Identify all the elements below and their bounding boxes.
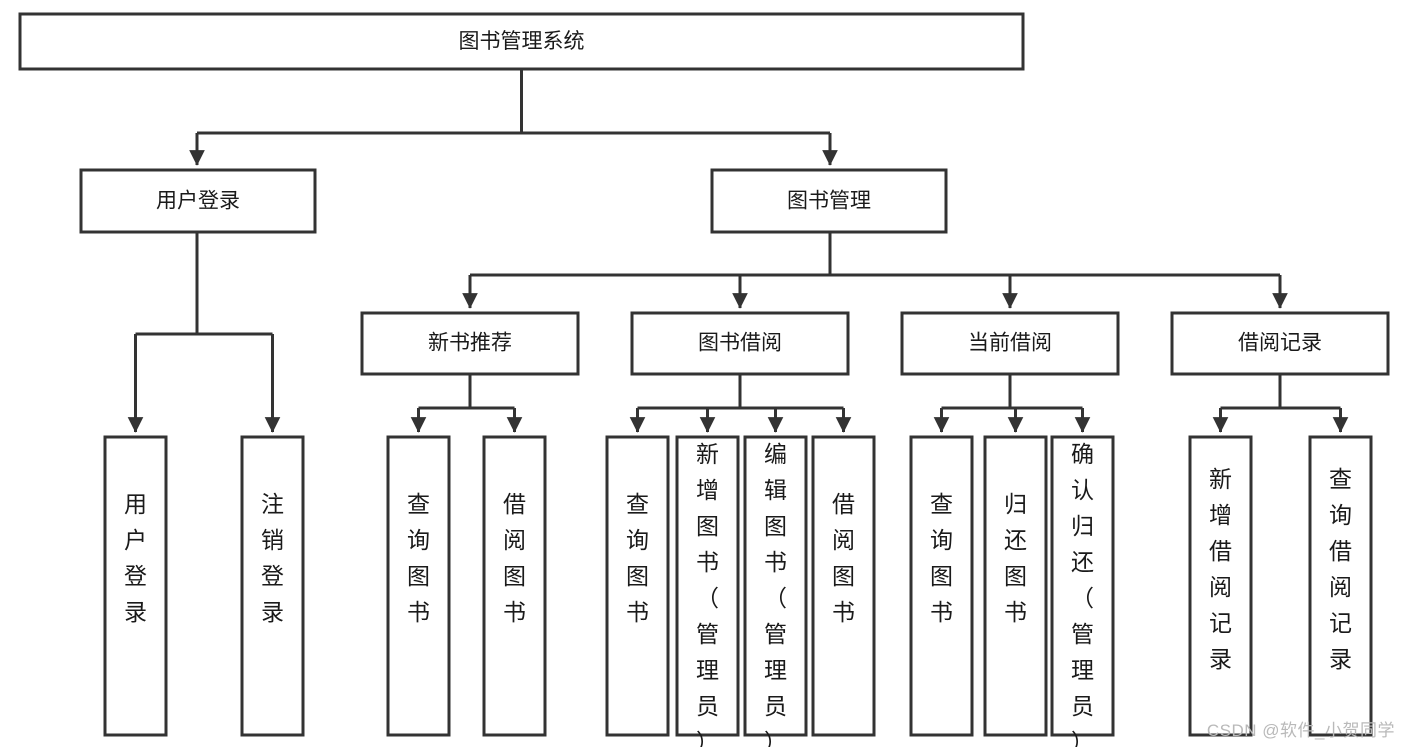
node-current-borrow-rect (900, 311, 1120, 376)
leaf-query-book-current-rect (909, 435, 974, 737)
node-user-login[interactable]: 用户登录 (79, 168, 317, 234)
node-borrow-record[interactable]: 借阅记录 (1170, 311, 1390, 376)
node-book-management-label: 图书管理 (787, 190, 871, 213)
leaf-node-logout[interactable]: 注销登录 (240, 435, 305, 737)
csdn-watermark: CSDN @软件_小贺同学 (1206, 721, 1395, 740)
leaf-confirm-return-admin-label: 确认归还（管理员） (1071, 441, 1094, 747)
node-new-book-recommend-rect (360, 311, 580, 376)
leaf-edit-book-admin-label: 编辑图书（管理员） (764, 441, 787, 747)
leaf-return-book-label: 归还图书 (1004, 491, 1027, 625)
leaf-query-book-borrow-rect (605, 435, 670, 737)
leaf-edit-book-admin-rect (743, 435, 808, 737)
leaf-user-login-rect (103, 435, 168, 737)
leaf-node-confirm-return-admin[interactable]: 确认归还（管理员） (1050, 435, 1115, 747)
node-new-book-recommend-label: 新书推荐 (428, 332, 512, 355)
leaf-query-book-current-label: 查询图书 (930, 491, 953, 625)
node-root-label: 图书管理系统 (459, 30, 585, 53)
leaf-node-borrow-book-newbook[interactable]: 借阅图书 (482, 435, 547, 737)
leaf-query-book-borrow-label: 查询图书 (626, 491, 649, 625)
node-book-management[interactable]: 图书管理 (710, 168, 948, 234)
leaf-node-query-book-borrow[interactable]: 查询图书 (605, 435, 670, 737)
leaf-return-book-rect (983, 435, 1048, 737)
node-root-book-management-system[interactable]: 图书管理系统 (18, 12, 1025, 71)
node-book-borrow-label: 图书借阅 (698, 332, 782, 355)
leaf-confirm-return-admin-rect (1050, 435, 1115, 737)
leaf-logout-label: 注销登录 (261, 491, 284, 625)
node-current-borrow[interactable]: 当前借阅 (900, 311, 1120, 376)
leaf-query-borrow-record-rect (1308, 435, 1373, 737)
node-borrow-record-rect (1170, 311, 1390, 376)
leaf-borrow-book-label: 借阅图书 (832, 491, 855, 625)
leaf-node-add-borrow-record[interactable]: 新增借阅记录 (1188, 435, 1253, 737)
leaf-query-borrow-record-label: 查询借阅记录 (1329, 466, 1352, 672)
node-user-login-rect (79, 168, 317, 234)
leaf-node-borrow-book[interactable]: 借阅图书 (811, 435, 876, 737)
leaf-add-borrow-record-rect (1188, 435, 1253, 737)
leaf-logout-rect (240, 435, 305, 737)
leaf-node-query-book-newbook[interactable]: 查询图书 (386, 435, 451, 737)
node-borrow-record-label: 借阅记录 (1238, 332, 1322, 355)
leaf-node-user-login[interactable]: 用户登录 (103, 435, 168, 737)
leaf-query-book-newbook-label: 查询图书 (407, 491, 430, 625)
leaf-add-book-admin-rect (675, 435, 740, 737)
leaf-borrow-book-newbook-label: 借阅图书 (503, 491, 526, 625)
leaf-add-borrow-record-label: 新增借阅记录 (1209, 466, 1232, 672)
leaf-borrow-book-newbook-rect (482, 435, 547, 737)
leaf-node-return-book[interactable]: 归还图书 (983, 435, 1048, 737)
node-book-management-rect (710, 168, 948, 234)
node-new-book-recommend[interactable]: 新书推荐 (360, 311, 580, 376)
node-user-login-label: 用户登录 (156, 190, 240, 213)
leaf-borrow-book-rect (811, 435, 876, 737)
node-root-rect (18, 12, 1025, 71)
node-current-borrow-label: 当前借阅 (968, 332, 1052, 355)
leaf-query-book-newbook-rect (386, 435, 451, 737)
leaf-node-query-borrow-record[interactable]: 查询借阅记录 (1308, 435, 1373, 737)
leaf-node-edit-book-admin[interactable]: 编辑图书（管理员） (743, 435, 808, 747)
node-book-borrow-rect (630, 311, 850, 376)
leaf-node-add-book-admin[interactable]: 新增图书（管理员） (675, 435, 740, 747)
leaf-add-book-admin-label: 新增图书（管理员） (696, 441, 719, 747)
connectors (127, 69, 1349, 433)
leaf-user-login-label: 用户登录 (124, 491, 147, 625)
node-book-borrow[interactable]: 图书借阅 (630, 311, 850, 376)
leaf-node-query-book-current[interactable]: 查询图书 (909, 435, 974, 737)
